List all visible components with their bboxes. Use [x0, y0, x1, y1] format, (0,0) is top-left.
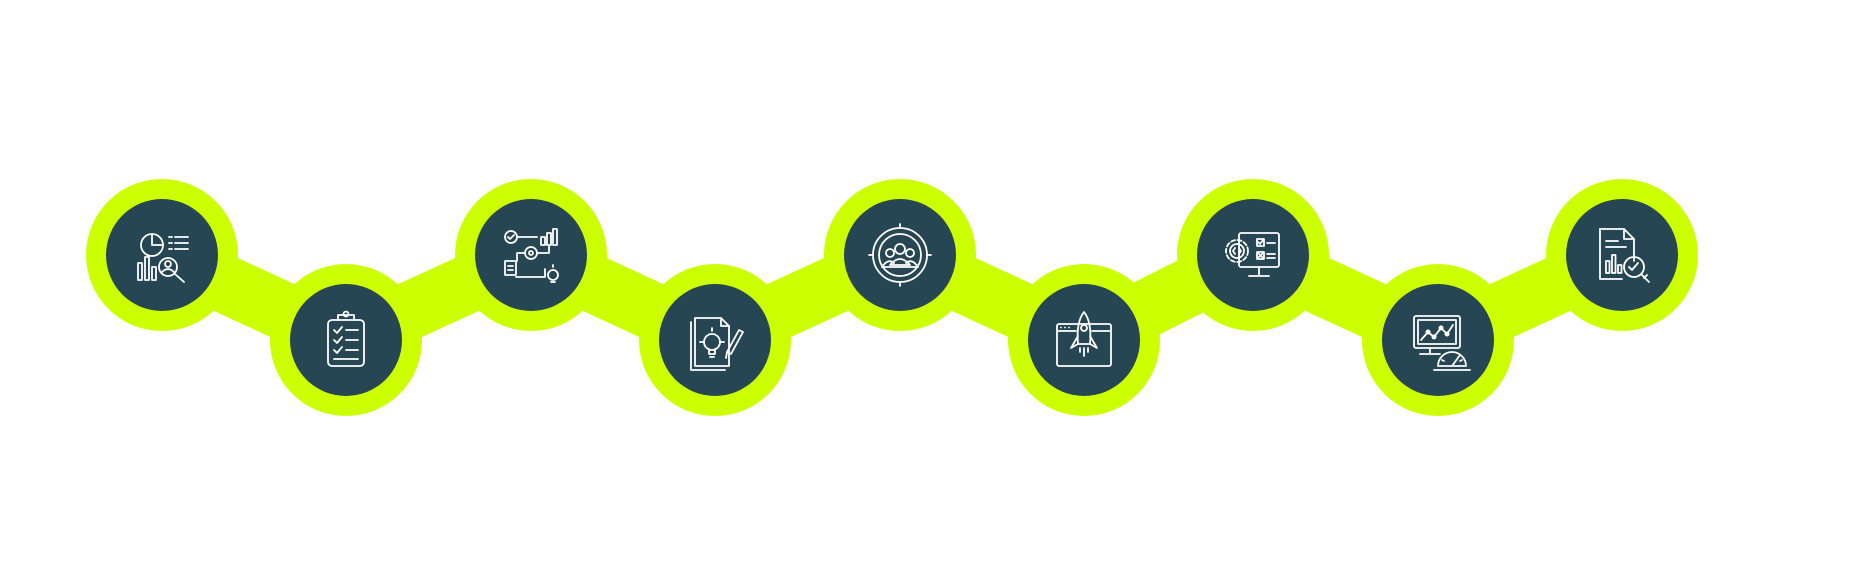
step-node: [1028, 284, 1140, 396]
step-node-circle: [1382, 284, 1494, 396]
step-node-circle: [1566, 199, 1678, 311]
step-node-circle: [1028, 284, 1140, 396]
step-node: [659, 284, 771, 396]
step-node-circle: [659, 284, 771, 396]
step-node: [475, 199, 587, 311]
step-node: [106, 199, 218, 311]
process-flow-icon: [504, 228, 559, 283]
analytics-report-icon: [137, 233, 189, 283]
step-node-circle: [844, 199, 956, 311]
step-node: [1197, 199, 1309, 311]
clipboard-checklist-icon: [327, 310, 365, 367]
node-layer: [106, 199, 1678, 396]
performance-dashboard-icon: [1413, 315, 1471, 371]
step-node-circle: [106, 199, 218, 311]
idea-document-icon: [690, 317, 744, 371]
document-review-icon: [1599, 228, 1650, 283]
software-development-icon: [1225, 232, 1280, 277]
step-node: [1382, 284, 1494, 396]
step-node: [290, 284, 402, 396]
target-audience-icon: [868, 223, 932, 287]
rocket-launch-icon: [1056, 311, 1112, 367]
step-node: [1566, 199, 1678, 311]
step-node: [844, 199, 956, 311]
step-node-circle: [1197, 199, 1309, 311]
